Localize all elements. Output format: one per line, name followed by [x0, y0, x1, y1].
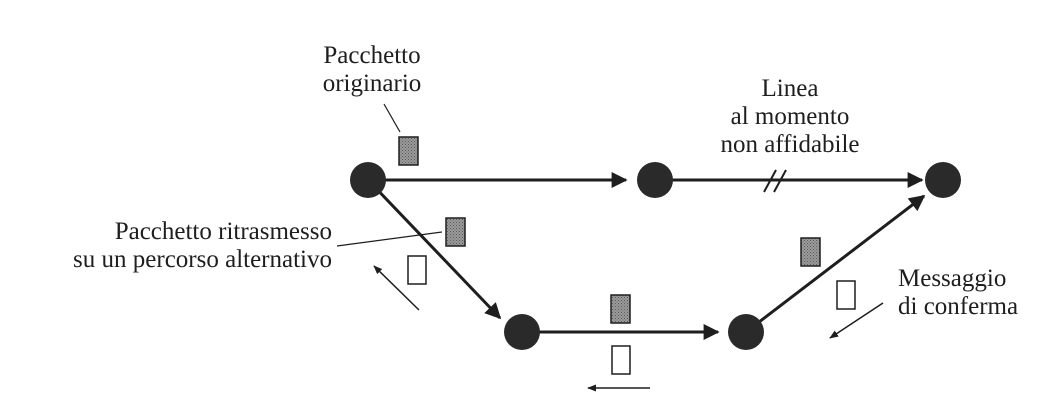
- label-original-packet-line2: originario: [322, 70, 422, 97]
- link-a-d: [366, 178, 502, 320]
- node-lower-right: [728, 314, 764, 350]
- packet-original: [398, 136, 419, 166]
- label-retransmitted-packet-line2: su un percorso alternativo: [73, 246, 332, 273]
- label-original-packet: Pacchetto originario: [302, 42, 442, 98]
- ack-arrow-1: [373, 265, 420, 311]
- ack-message-3: [836, 280, 856, 310]
- ack-arrow-3: [829, 302, 884, 339]
- node-middle: [637, 162, 673, 198]
- label-original-packet-line1: Pacchetto: [323, 42, 421, 69]
- packet-retransmitted-3: [800, 237, 821, 267]
- label-unreliable-line-line1: Linea: [761, 75, 819, 102]
- link-e-c: [745, 194, 926, 334]
- label-ack-message-line2: di conferma: [898, 293, 1019, 320]
- label-unreliable-line-line3: non affidabile: [720, 131, 860, 158]
- node-lower-left: [504, 314, 540, 350]
- label-retransmitted-packet: Pacchetto ritrasmesso su un percorso alt…: [40, 218, 332, 274]
- leader-retransmitted-packet: [336, 231, 443, 247]
- label-retransmitted-packet-line1: Pacchetto ritrasmesso: [114, 218, 332, 245]
- line-break-mark: [763, 169, 787, 193]
- label-unreliable-line-line2: al momento: [730, 103, 850, 130]
- leader-original-packet: [383, 103, 401, 133]
- node-destination: [925, 162, 961, 198]
- label-unreliable-line: Linea al momento non affidabile: [690, 75, 890, 159]
- ack-message-1: [407, 255, 427, 285]
- label-ack-message: Messaggio di conferma: [898, 265, 1048, 321]
- label-ack-message-line1: Messaggio: [898, 265, 1007, 292]
- node-source: [350, 162, 386, 198]
- packet-retransmitted-1: [445, 217, 466, 247]
- packet-retransmitted-2: [610, 294, 631, 324]
- ack-message-2: [611, 345, 631, 375]
